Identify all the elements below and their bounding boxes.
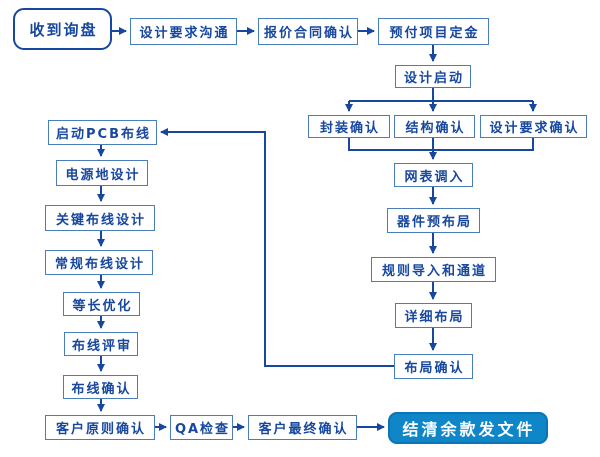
node-structure-confirm: 结构确认 [394,115,475,138]
node-general-routing-design: 常规布线设计 [45,250,153,275]
node-prepay-project-deposit: 预付项目定金 [378,18,489,45]
node-footprint-confirm: 封装确认 [308,115,390,138]
node-rules-import-channel: 规则导入和通道 [371,257,496,282]
connector-layoutconfirm-to-routing-loop [160,128,394,367]
node-qa-check: QA检查 [170,415,233,440]
node-design-kickoff: 设计启动 [395,65,471,88]
connectors [97,27,537,431]
node-length-matching-optimization: 等长优化 [63,292,140,316]
node-detailed-layout: 详细布局 [395,303,472,328]
node-power-ground-design: 电源地设计 [56,160,148,186]
node-customer-final-confirm: 客户最终确认 [248,415,357,440]
connector-merge-bracket [348,138,534,151]
connector-kickoff-rail [349,88,533,102]
node-routing-review: 布线评审 [64,332,138,356]
node-critical-routing-design: 关键布线设计 [45,205,155,231]
node-start-pcb-routing: 启动PCB布线 [48,120,157,145]
node-component-prelayout: 器件预布局 [387,208,480,233]
node-design-requirements-communication: 设计要求沟通 [130,18,237,45]
node-netlist-import: 网表调入 [394,163,473,187]
node-customer-principle-confirm: 客户原则确认 [45,415,155,440]
node-quote-contract-confirm: 报价合同确认 [258,18,358,45]
node-design-requirements-confirm: 设计要求确认 [480,115,587,138]
node-routing-confirm: 布线确认 [63,375,138,399]
node-layout-confirm: 布局确认 [394,354,473,379]
node-final-payment-send-files: 结清余款发文件 [388,412,548,444]
node-received-inquiry: 收到询盘 [13,8,112,50]
